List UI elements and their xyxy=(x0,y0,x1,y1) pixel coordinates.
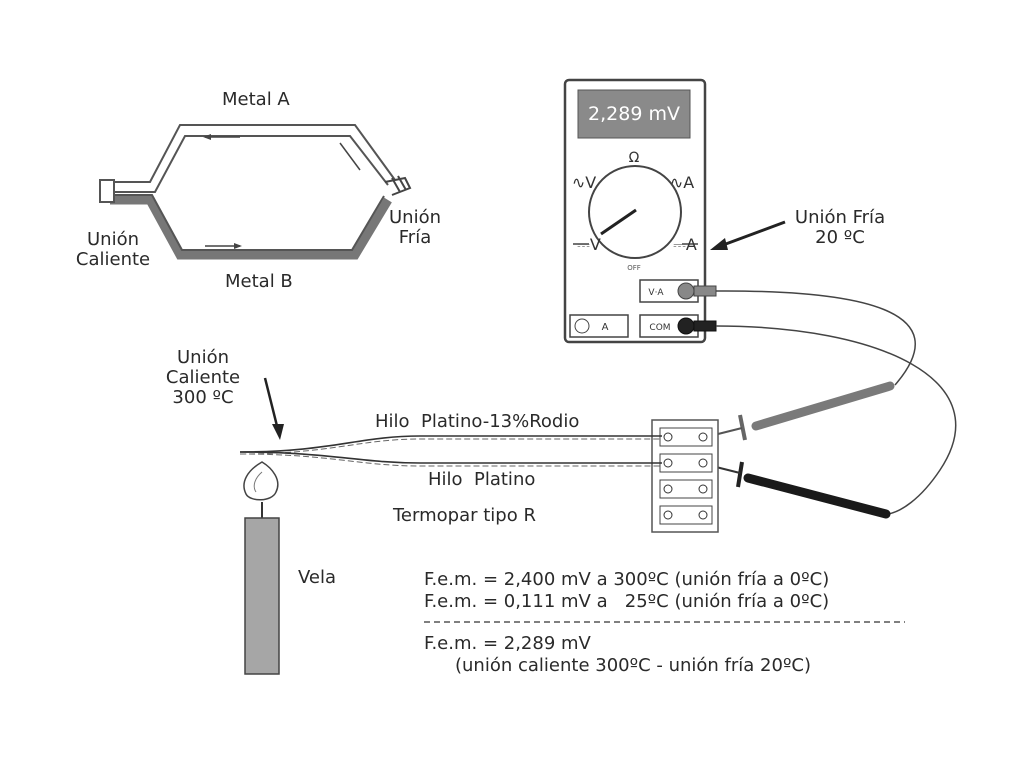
candle-flame xyxy=(243,461,279,501)
hot-junction-callout-line1: Unión xyxy=(176,347,229,368)
jack-a-socket xyxy=(574,318,590,334)
equation-line-1: F.e.m. = 2,400 mV a 300ºC (unión fría a … xyxy=(424,569,830,590)
wire-lower-label: Hilo Platino xyxy=(428,469,536,490)
multimeter: 2,289 mV Ω ∿V ∿A ⎓V ⎓A OFF V·A COM A xyxy=(563,78,707,344)
dial-symbol-aca: ∿A xyxy=(670,173,694,192)
current-arrowhead-bottom xyxy=(234,243,242,249)
cable-va xyxy=(715,290,916,386)
plug-com xyxy=(693,320,717,332)
cold-junction-callout: Unión Fría 20 ºC xyxy=(785,208,895,248)
dial-symbol-dca: ⎓A xyxy=(673,235,697,254)
metal-b-label: Metal B xyxy=(225,271,293,292)
hot-junction-arrow xyxy=(263,377,280,431)
cold-junction-callout-line1: Unión Fría xyxy=(794,207,886,228)
cold-junction-arrowhead xyxy=(710,238,728,250)
equation-line-3: F.e.m. = 2,289 mV xyxy=(424,633,591,654)
cable-com xyxy=(715,325,957,515)
thermocouple-loop xyxy=(99,124,412,260)
cold-junction-line2: Fría xyxy=(398,226,432,248)
jack-va-socket xyxy=(677,282,695,300)
dial-symbol-ohm: Ω xyxy=(629,150,640,166)
wire-upper-label: Hilo Platino-13%Rodio xyxy=(375,411,580,432)
plug-va xyxy=(693,285,717,297)
wire-platinum-dash xyxy=(239,453,662,467)
metal-b-wire xyxy=(110,195,392,260)
cold-junction-twist xyxy=(384,175,412,196)
probe-black xyxy=(707,461,891,519)
terminal-row-1 xyxy=(659,427,713,447)
hot-junction-label-top: Unión Caliente xyxy=(68,230,158,270)
current-arrowhead-top xyxy=(203,134,211,140)
terminal-block xyxy=(651,419,719,533)
candle xyxy=(243,461,280,675)
multimeter-display xyxy=(577,89,691,139)
thermocouple-type-label: Termopar tipo R xyxy=(393,505,536,526)
jack-a-label: A xyxy=(602,322,609,333)
candle-body xyxy=(244,517,280,675)
current-arrow-right xyxy=(339,142,361,171)
jack-com-label: COM xyxy=(649,323,670,333)
hot-junction-callout-line2: Caliente xyxy=(165,366,241,388)
metal-a-label: Metal A xyxy=(222,89,290,110)
multimeter-display-value: 2,289 mV xyxy=(588,103,680,125)
terminal-row-2 xyxy=(659,453,713,473)
candle-label: Vela xyxy=(298,567,337,588)
hot-junction-arrowhead xyxy=(272,424,284,440)
metal-a-wire-inner xyxy=(110,135,389,193)
hot-junction-connector xyxy=(99,179,115,203)
terminal-row-3 xyxy=(659,479,713,499)
metal-a-wire xyxy=(110,124,396,183)
hot-junction-line1: Unión xyxy=(86,229,139,250)
equation-line-4: (unión caliente 300ºC - unión fría 20ºC) xyxy=(455,655,812,676)
hot-junction-line2: Caliente xyxy=(75,248,151,270)
hot-junction-callout: Unión Caliente 300 ºC xyxy=(158,348,248,407)
terminal-row-4 xyxy=(659,505,713,525)
candle-flame-inner xyxy=(253,471,263,493)
wire-platinum-rhodium-dash xyxy=(239,438,662,455)
dial-symbol-dcv: ⎓V xyxy=(577,235,601,254)
metal-b-wire-edge xyxy=(110,194,385,251)
wire-platinum-rhodium xyxy=(239,435,662,453)
equation-line-2: F.e.m. = 0,111 mV a 25ºC (unión fría a 0… xyxy=(424,591,830,612)
dial-off-label: OFF xyxy=(627,264,641,272)
cold-junction-label-top: Unión Fría xyxy=(375,208,455,248)
cold-junction-line1: Unión xyxy=(388,207,441,228)
cold-junction-arrow xyxy=(714,220,786,250)
probe-red xyxy=(709,381,895,441)
jack-com-socket xyxy=(677,317,695,335)
wire-platinum xyxy=(239,451,662,464)
multimeter-dial-pointer xyxy=(600,208,637,236)
hot-junction-callout-line3: 300 ºC xyxy=(172,386,234,408)
dial-symbol-acv: ∿V xyxy=(572,173,596,192)
jack-va-label: V·A xyxy=(648,288,664,298)
cold-junction-callout-line2: 20 ºC xyxy=(815,226,865,248)
